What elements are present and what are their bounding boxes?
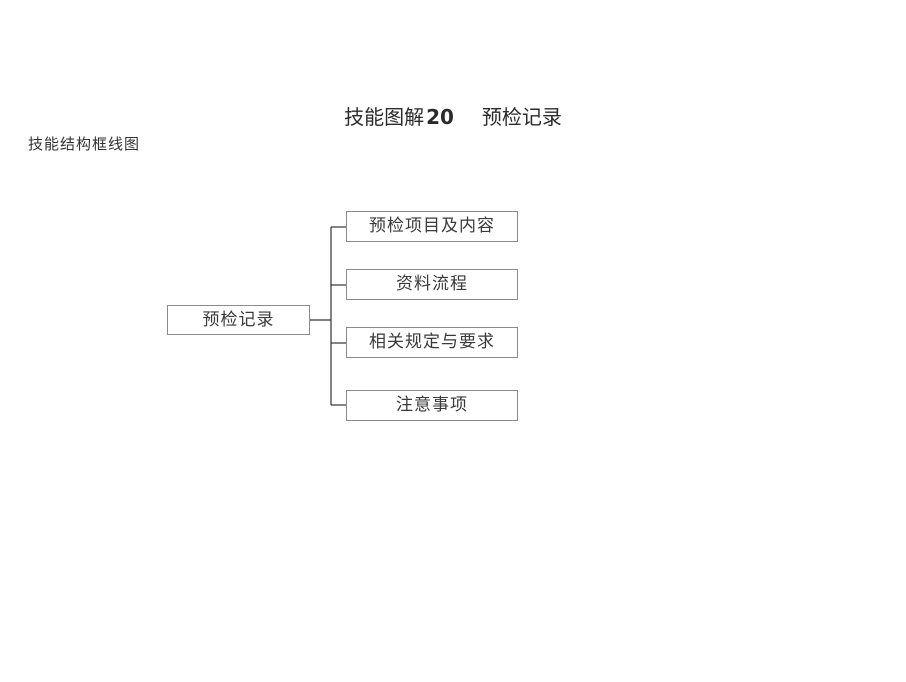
title-number: 20 xyxy=(426,105,454,129)
title-prefix: 技能图解 xyxy=(344,105,425,129)
child-node-document-flow: 资料流程 xyxy=(346,269,518,300)
child-node-regulations: 相关规定与要求 xyxy=(346,327,518,358)
title-topic: 预检记录 xyxy=(481,105,562,129)
child-node-inspection-items: 预检项目及内容 xyxy=(346,211,518,242)
child-node-precautions: 注意事项 xyxy=(346,390,518,421)
root-node: 预检记录 xyxy=(167,305,310,335)
diagram-subtitle: 技能结构框线图 xyxy=(28,135,141,153)
